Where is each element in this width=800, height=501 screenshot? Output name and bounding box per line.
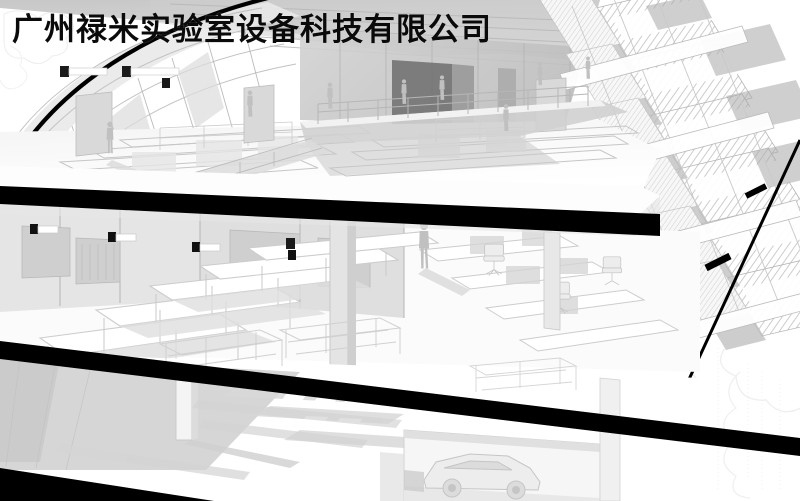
- structural-columns: [329, 211, 561, 371]
- louvered-facade: [539, 0, 800, 392]
- band-middle: [0, 341, 800, 456]
- ceiling-fixtures: [60, 66, 295, 249]
- band-lower: [0, 468, 214, 501]
- company-watermark: 广州禄米实验室设备科技有限公司: [12, 12, 492, 48]
- parking-level: [380, 377, 621, 501]
- human-figures: [106, 56, 591, 269]
- band-upper: [0, 186, 660, 236]
- parked-car: [423, 453, 541, 500]
